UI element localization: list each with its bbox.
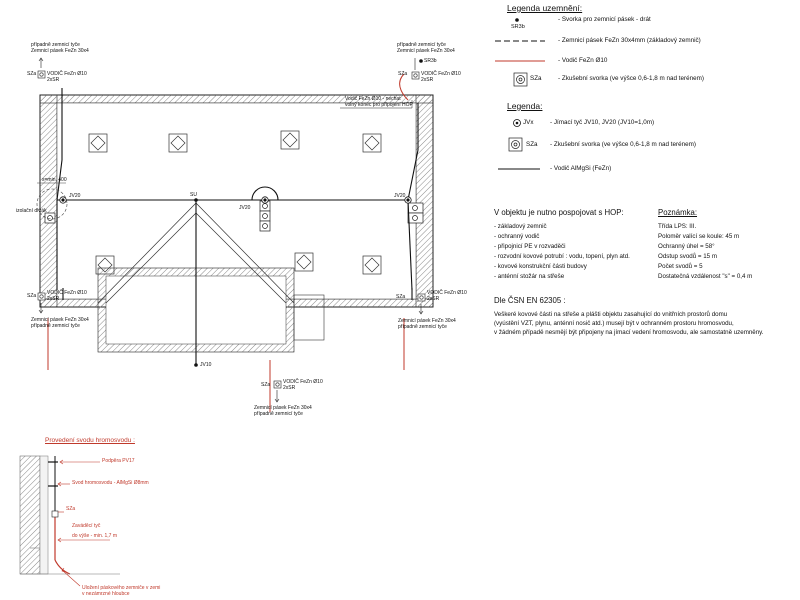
legend-item-1: - Jímací tyč JV10, JV20 (JV10=1,0m) [550, 119, 655, 126]
hop-item-4: - rozvodní kovové potrubí : vodu, topení… [494, 253, 630, 260]
legend-item-3: - Vodič AlMgSi (FeZn) [550, 165, 612, 172]
label-jv20-mid: JV20 [239, 205, 251, 211]
legend-symbols [495, 18, 545, 170]
note-item-4: Odstup svodů = 15 m [658, 253, 717, 260]
label-sza-br: SZa [396, 294, 406, 300]
label-tyce-bl: případně zemnicí tyče [31, 323, 80, 329]
roof-vents [88, 130, 382, 275]
note-item-1: Třída LPS: III. [658, 223, 697, 230]
label-tyce-left: případně zemnicí tyče [31, 42, 80, 48]
note-line-2: volný konec pro připojení HOP [345, 102, 413, 108]
insulation-distance-circle [36, 188, 68, 220]
fezn-wires [47, 73, 409, 412]
label-jv20-right: JV20 [394, 193, 406, 199]
detail-ulozeni-2: v nezámrzné hloubce [82, 591, 130, 597]
label-pasek-bottom: Zemnicí pásek FeZn 30x4 [254, 405, 312, 411]
detail-tyc-1: Zaváděcí tyč [72, 523, 101, 529]
conductors [56, 88, 419, 365]
hop-item-3: - připojnicí PE v rozvaděči [494, 243, 566, 250]
label-tyce-bottom: případně zemnicí tyče [254, 411, 303, 417]
label-jv10: JV10 [200, 362, 212, 368]
label-vodic-br: VODIČ FeZn Ø10 [427, 290, 467, 296]
detail-podpera: Podpěra PV17 [102, 458, 135, 464]
label-vodic-bl: VODIČ FeZn Ø10 [47, 290, 87, 296]
label-tyce-br: případně zemnicí tyče [398, 324, 447, 330]
label-sr3b: SR3b [424, 58, 437, 64]
detail-sza: SZa [66, 506, 76, 512]
legend-symbol-jvx: JVx [523, 119, 534, 126]
label-su: SU [190, 192, 197, 198]
label-sza-tr: SZa [398, 71, 408, 77]
label-sza-tl: SZa [27, 71, 37, 77]
earth-arrows [38, 57, 424, 403]
legend-earth-item-3: - Vodič FeZn Ø10 [558, 57, 608, 64]
label-pasek-br: Zemnicí pásek FeZn 30x4 [398, 318, 456, 324]
label-sr-bottom: 2xSR [283, 385, 296, 391]
label-pasek-left: Zemnicí pásek FeZn 30x4 [31, 48, 89, 54]
detail-title: Provedení svodu hromosvodu : [45, 437, 135, 444]
csn-line-3: v žádném případě nesmějí být připojeny n… [494, 329, 764, 336]
annex [97, 267, 325, 353]
detail-drawing [19, 455, 120, 587]
detail-ulozeni-1: Uložení páskového zemniče v zemi [82, 585, 161, 591]
label-sza-bottom: SZa [261, 382, 271, 388]
label-sr-br: 2xSR [427, 296, 440, 302]
label-pasek-bl: Zemnicí pásek FeZn 30x4 [31, 317, 89, 323]
note-item-5: Počet svodů = 5 [658, 263, 703, 270]
label-sr-tl: 2xSR [47, 77, 60, 83]
building-walls [39, 94, 434, 308]
leader-lines [340, 100, 413, 109]
csn-title: Dle ČSN EN 62305 : [494, 296, 566, 305]
legend-item-2: - Zkušební svorka (ve výšce 0,6-1,8 m na… [550, 141, 696, 148]
note-item-6: Dostatečná vzdálenost "s" = 0,4 m [658, 273, 753, 280]
legend-symbol-sza: SZa [526, 141, 538, 148]
label-vodic-tr: VODIČ FeZn Ø10 [421, 71, 461, 77]
legend-title: Legenda: [507, 101, 543, 111]
label-vodic-tl: VODIČ FeZn Ø10 [47, 71, 87, 77]
legend-earth-item-2: - Zemnicí pásek FeZn 30x4mm (základový z… [558, 37, 701, 44]
detail-svod: Svod hromosvodu - AlMgSi Ø8mm [72, 480, 149, 486]
legend-earth-symbol-sza: SZa [530, 75, 542, 82]
legend-earth-title: Legenda uzemnění: [507, 3, 583, 13]
note-line-1: Vodič FeZn Ø10 - nechat [345, 96, 401, 102]
detail-tyc-2: do výše - min. 1,7 m [72, 533, 118, 539]
hop-item-5: - kovové konstrukční části budovy [494, 263, 587, 270]
csn-line-2: (vyústění VZT, plynu, anténní nosič atd.… [494, 320, 734, 327]
label-izolacni: izolační držák [16, 208, 47, 214]
clamp-dots [194, 59, 423, 367]
legend-earth-item-1: - Svorka pro zemnicí pásek - drát [558, 16, 651, 23]
label-sr-bl: 2xSR [47, 296, 60, 302]
csn-line-1: Veškeré kovové části na střeše a plášti … [494, 311, 728, 318]
label-smin: s=min. 400 [42, 177, 67, 183]
note-title: Poznámka: [658, 208, 698, 217]
legend-earth-item-4: - Zkušební svorka (ve výšce 0,6-1,8 m na… [558, 75, 704, 82]
test-clamps [37, 70, 426, 389]
label-tyce-top-right: případně zemnicí tyče [397, 42, 446, 48]
label-vodic-bottom: VODIČ FeZn Ø10 [283, 379, 323, 385]
hop-item-1: - základový zemnič [494, 223, 547, 230]
label-sza-bl: SZa [27, 293, 37, 299]
note-item-2: Poloměr valící se koule: 45 m [658, 233, 740, 240]
legend-earth-symbol-sr3b: SR3b [511, 24, 525, 30]
hop-item-2: - ochranný vodič [494, 233, 540, 240]
hop-item-6: - anténní stožár na střeše [494, 273, 565, 280]
chimney-blocks [44, 200, 424, 232]
hop-title: V objektu je nutno pospojovat s HOP: [494, 208, 624, 217]
air-terminals [59, 196, 412, 204]
label-pasek-top-right: Zemnicí pásek FeZn 30x4 [397, 48, 455, 54]
note-item-3: Ochranný úhel = 58° [658, 243, 715, 250]
label-sr-tr: 2xSR [421, 77, 434, 83]
label-jv20-left: JV20 [69, 193, 81, 199]
